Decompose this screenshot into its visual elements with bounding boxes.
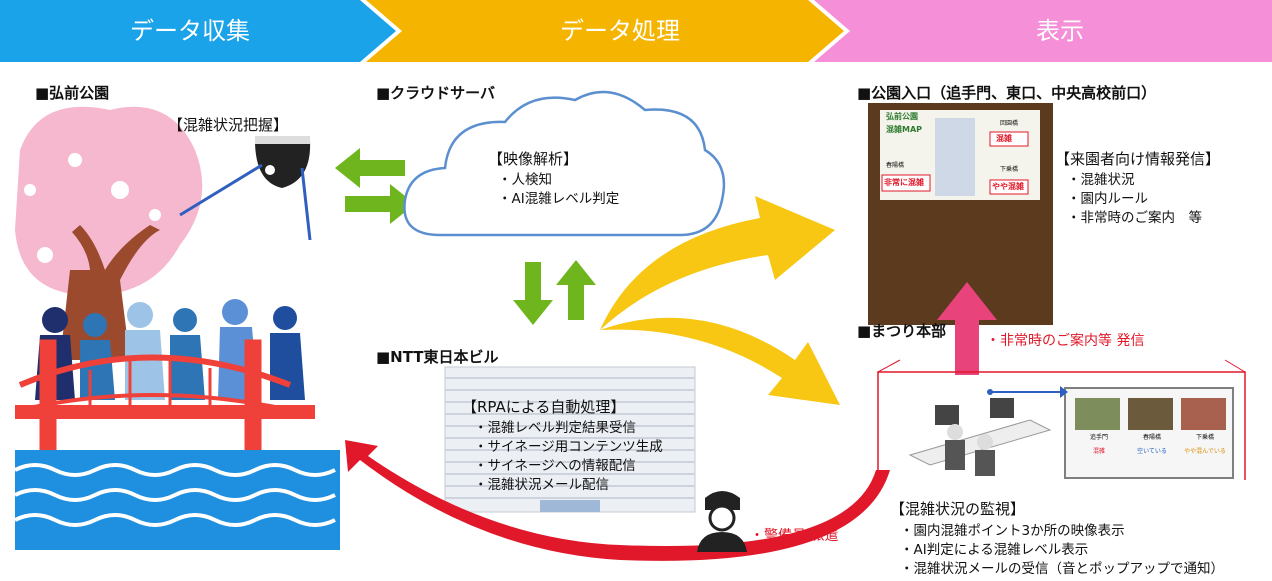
entrance-item-3: ・非常時のご案内 等 <box>1067 210 1202 226</box>
entrance-heading: ■公園入口（追手門、東口、中央高校前口） <box>857 84 1157 102</box>
hq-room-illustration <box>877 359 1246 480</box>
signage-label-5: 非常に混雑 <box>884 178 924 187</box>
signage-subtitle: 混雑MAP <box>886 125 923 134</box>
camera-illustration <box>179 136 312 241</box>
camera-label: 【混雑状況把握】 <box>168 116 289 134</box>
bridge-illustration <box>15 339 315 451</box>
pink-up-arrow <box>937 282 997 375</box>
building-heading: ■NTT東日本ビル <box>376 348 499 366</box>
park-heading: ■弘前公園 <box>35 84 110 102</box>
building-item-2: ・サイネージ用コンテンツ生成 <box>474 439 663 455</box>
building-item-4: ・混雑状況メール配信 <box>474 477 609 493</box>
phase-display-label: 表示 <box>1036 17 1084 45</box>
building-title: 【RPAによる自動処理】 <box>462 398 626 416</box>
yellow-arrow-to-hq <box>600 317 840 405</box>
building-item-1: ・混雑レベル判定結果受信 <box>474 420 636 436</box>
guard-label: ・警備員 派遣 <box>750 528 839 544</box>
signage-label-3: 下乗橋 <box>1000 166 1019 173</box>
phase-process-chevron <box>366 0 844 62</box>
cloud-shape <box>403 90 726 237</box>
building-exchange-arrows <box>513 260 596 325</box>
phase-collect-label: データ収集 <box>130 17 250 45</box>
cloud-exchange-arrows <box>335 148 415 224</box>
phase-process-label: データ処理 <box>560 17 680 45</box>
phase-display-chevron <box>814 0 1272 62</box>
monitor-status-3: やや混んでいる <box>1184 448 1226 455</box>
building-item-3: ・サイネージへの情報配信 <box>474 458 636 474</box>
monitor-status-2: 空いている <box>1137 448 1167 455</box>
entrance-title: 【来園者向け情報発信】 <box>1055 150 1221 168</box>
cloud-heading: ■クラウドサーバ <box>376 84 496 102</box>
signage-label-2: 混雑 <box>996 134 1012 143</box>
phase-collect-chevron <box>0 0 396 62</box>
hq-item-3: ・混雑状況メールの受信（音とポップアップで通知） <box>900 561 1224 577</box>
entrance-item-2: ・園内ルール <box>1067 191 1148 207</box>
signage-label-4: 春陽橋 <box>886 162 905 169</box>
hq-heading: ■まつり本部 <box>857 322 947 340</box>
hq-item-2: ・AI判定による混雑レベル表示 <box>900 542 1089 558</box>
monitor-place-1: 追手門 <box>1089 434 1108 441</box>
entrance-item-1: ・混雑状況 <box>1067 172 1135 188</box>
signage-board <box>868 103 1053 325</box>
cloud-title: 【映像解析】 <box>488 150 579 168</box>
hq-item-1: ・園内混雑ポイント3か所の映像表示 <box>900 523 1125 539</box>
monitor-place-3: 下乗橋 <box>1195 434 1214 441</box>
signage-label-6: やや混雑 <box>992 182 1024 191</box>
signage-title: 弘前公園 <box>886 112 918 121</box>
yellow-arrow-to-entrance <box>600 196 835 330</box>
guard-icon <box>697 491 747 552</box>
phase-banner <box>0 0 1272 62</box>
hq-alert-label: ・非常時のご案内等 発信 <box>986 333 1145 349</box>
cloud-item-1: ・人検知 <box>498 172 552 188</box>
hq-title: 【混雑状況の監視】 <box>890 500 1026 518</box>
monitor-place-2: 春陽橋 <box>1142 434 1161 441</box>
monitor-status-1: 混雑 <box>1092 448 1105 455</box>
cloud-item-2: ・AI混雑レベル判定 <box>498 191 620 207</box>
signage-label-1: 回園橋 <box>1000 120 1019 127</box>
building-illustration <box>444 366 696 513</box>
river-illustration <box>14 450 340 550</box>
